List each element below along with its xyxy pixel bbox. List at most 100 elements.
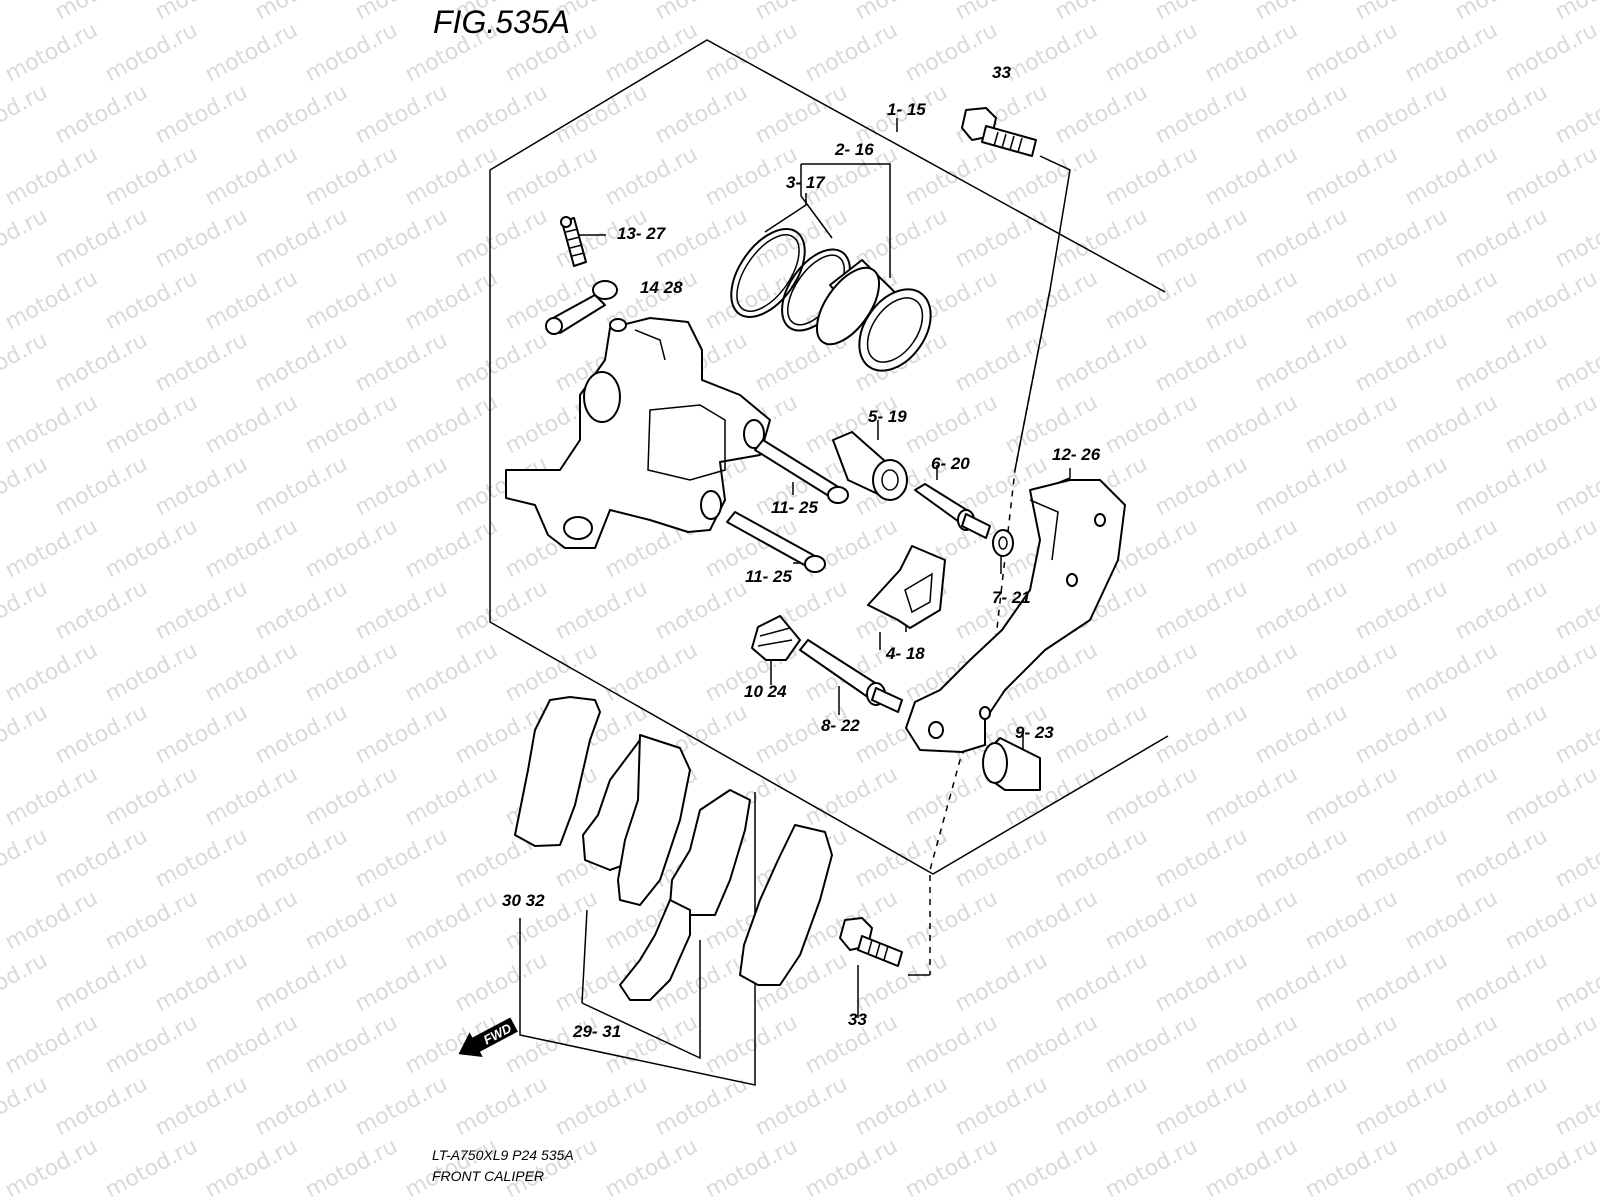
watermark-text: motod.ru (1151, 452, 1252, 521)
watermark-text: motod.ru (1, 514, 102, 583)
watermark-text: motod.ru (1501, 886, 1600, 955)
watermark-text: motod.ru (1401, 1010, 1502, 1079)
watermark-text: motod.ru (201, 390, 302, 459)
watermark-text: motod.ru (1, 390, 102, 459)
callout-2-16: 2- 16 (834, 140, 874, 159)
brake-pad-outer (514, 696, 601, 847)
watermark-text: motod.ru (101, 1134, 202, 1200)
watermark-text: motod.ru (201, 886, 302, 955)
watermark-text: motod.ru (851, 1072, 952, 1141)
watermark-text: motod.ru (1301, 390, 1402, 459)
pin-8 (799, 639, 903, 713)
watermark-text: motod.ru (301, 1134, 402, 1200)
watermark-text: motod.ru (1251, 0, 1352, 25)
watermark-text: motod.ru (0, 80, 52, 149)
watermark-text: motod.ru (151, 0, 252, 25)
callout-7-21: 7- 21 (992, 588, 1031, 607)
watermark-text: motod.ru (301, 142, 402, 211)
watermark-text: motod.ru (1301, 514, 1402, 583)
watermark-text: motod.ru (1201, 762, 1302, 831)
washer-7 (992, 529, 1014, 557)
callout-33-top: 33 (992, 63, 1011, 82)
watermark-text: motod.ru (251, 948, 352, 1017)
watermark-text: motod.ru (1451, 452, 1552, 521)
watermark-text: motod.ru (1151, 80, 1252, 149)
watermark-text: motod.ru (151, 204, 252, 273)
watermark-text: motod.ru (1251, 452, 1352, 521)
watermark-text: motod.ru (1201, 638, 1302, 707)
watermark-text: motod.ru (0, 700, 52, 769)
watermark-text: motod.ru (1, 762, 102, 831)
watermark-text: motod.ru (1101, 18, 1202, 87)
callout-30-32: 30 32 (502, 891, 545, 910)
watermark-text: motod.ru (1401, 266, 1502, 335)
watermark-text: motod.ru (701, 18, 802, 87)
brake-pad-shim-b (669, 789, 751, 916)
watermark-text: motod.ru (301, 514, 402, 583)
callout-9-23: 9- 23 (1015, 723, 1054, 742)
watermark-text: motod.ru (1351, 824, 1452, 893)
watermark-text: motod.ru (0, 1072, 52, 1141)
watermark-text: motod.ru (1451, 0, 1552, 25)
watermark-text: motod.ru (1301, 1010, 1402, 1079)
brake-pad-a (617, 734, 691, 906)
watermark-text: motod.ru (501, 1010, 602, 1079)
watermark-text: motod.ru (301, 762, 402, 831)
watermark-text: motod.ru (451, 328, 552, 397)
watermark-text: motod.ru (1301, 638, 1402, 707)
watermark-text: motod.ru (1501, 266, 1600, 335)
watermark-text: motod.ru (251, 824, 352, 893)
assembly-frame (489, 39, 1169, 875)
watermark-text: motod.ru (1001, 1134, 1102, 1200)
watermark-text: motod.ru (851, 948, 952, 1017)
watermark-text: motod.ru (1401, 514, 1502, 583)
watermark-text: motod.ru (1451, 328, 1552, 397)
watermark-text: motod.ru (801, 1134, 902, 1200)
watermark-text: motod.ru (501, 142, 602, 211)
watermark-text: motod.ru (951, 1072, 1052, 1141)
watermark-text: motod.ru (1051, 204, 1152, 273)
watermark-text: motod.ru (1051, 0, 1152, 25)
watermark-text: motod.ru (1101, 142, 1202, 211)
watermark-text: motod.ru (201, 1134, 302, 1200)
watermark-text: motod.ru (1251, 328, 1352, 397)
watermark-text: motod.ru (501, 1134, 602, 1200)
figure-title: FIG.535A (433, 4, 570, 40)
watermark-text: motod.ru (1301, 886, 1402, 955)
watermark-text: motod.ru (401, 762, 502, 831)
watermark-text: motod.ru (551, 1072, 652, 1141)
watermark-text: motod.ru (151, 576, 252, 645)
watermark-text: motod.ru (1551, 452, 1600, 521)
watermark-text: motod.ru (1151, 0, 1252, 25)
watermark-text: motod.ru (1151, 328, 1252, 397)
watermark-text: motod.ru (101, 762, 202, 831)
watermark-text: motod.ru (51, 0, 152, 25)
watermark-text: motod.ru (251, 0, 352, 25)
watermark-text: motod.ru (51, 452, 152, 521)
bolt-33-bottom (839, 917, 903, 967)
watermark-text: motod.ru (1451, 204, 1552, 273)
watermark-text: motod.ru (251, 1072, 352, 1141)
watermark-text: motod.ru (851, 0, 952, 25)
callout-10-24: 10 24 (744, 682, 787, 701)
watermark-text: motod.ru (751, 1072, 852, 1141)
watermark-text: motod.ru (0, 452, 52, 521)
watermark-text: motod.ru (1401, 762, 1502, 831)
watermark-text: motod.ru (1151, 948, 1252, 1017)
watermark-text: motod.ru (1, 1010, 102, 1079)
watermark-text: motod.ru (201, 638, 302, 707)
watermark-text: motod.ru (251, 700, 352, 769)
watermark-text: motod.ru (201, 762, 302, 831)
watermark-text: motod.ru (1351, 328, 1452, 397)
watermark-text: motod.ru (1501, 18, 1600, 87)
watermark-text: motod.ru (1001, 1010, 1102, 1079)
watermark-text: motod.ru (351, 576, 452, 645)
watermark-text: motod.ru (701, 1134, 802, 1200)
watermark-text: motod.ru (1501, 514, 1600, 583)
callout-11-25b: 11- 25 (745, 567, 792, 586)
model-code: LT-A750XL9 P24 535A (432, 1147, 574, 1163)
watermark-text: motod.ru (0, 824, 52, 893)
watermark-text: motod.ru (0, 204, 52, 273)
sleeve-9 (982, 737, 1041, 791)
watermark-text: motod.ru (1301, 1134, 1402, 1200)
